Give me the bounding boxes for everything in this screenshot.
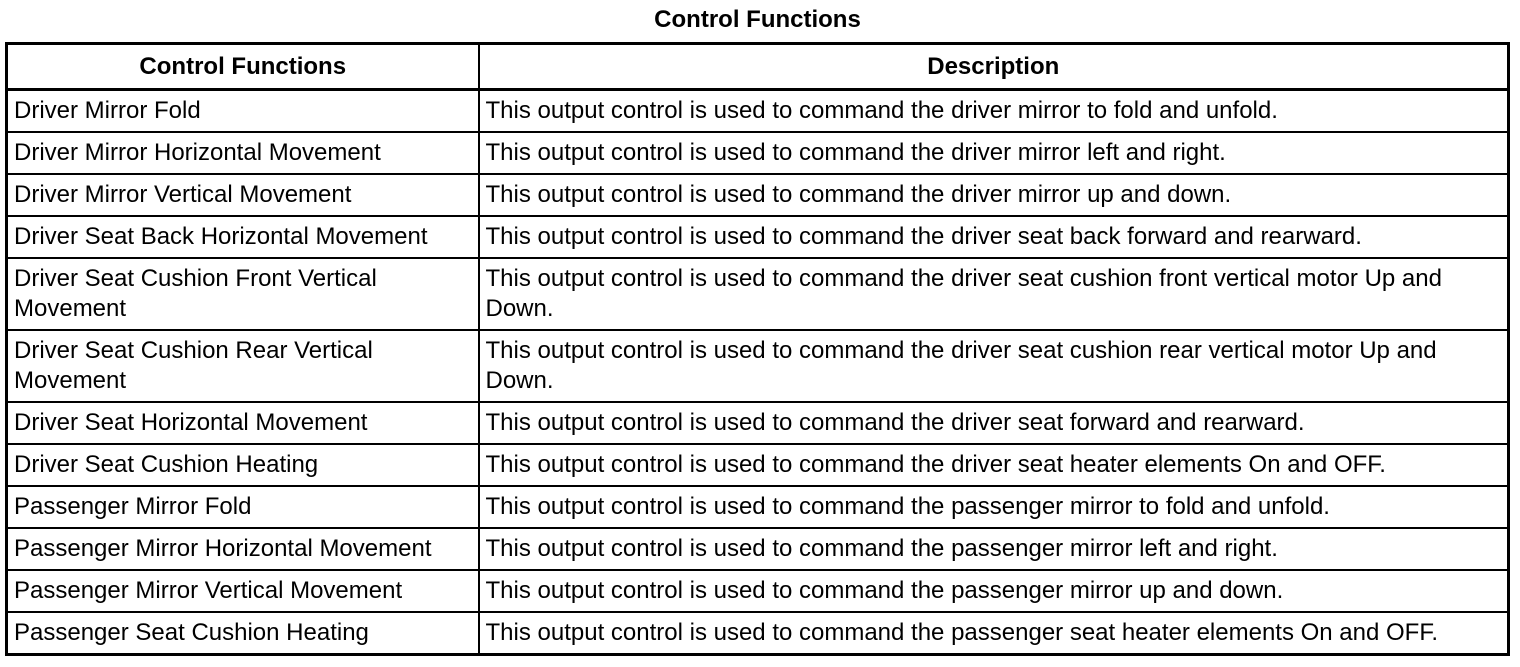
table-row: Driver Mirror Horizontal Movement This o… bbox=[5, 131, 1510, 175]
document-page: Control Functions Control Functions Desc… bbox=[0, 5, 1520, 656]
description-cell: This output control is used to command t… bbox=[477, 173, 1510, 217]
table-row: Driver Seat Cushion Rear Vertical Moveme… bbox=[5, 329, 1510, 403]
header-control-functions: Control Functions bbox=[5, 42, 480, 91]
description-cell: This output control is used to command t… bbox=[477, 131, 1510, 175]
table-row: Driver Seat Cushion Front Vertical Movem… bbox=[5, 257, 1510, 331]
table-row: Driver Mirror Vertical Movement This out… bbox=[5, 173, 1510, 217]
description-cell: This output control is used to command t… bbox=[477, 569, 1510, 613]
description-cell: This output control is used to command t… bbox=[477, 401, 1510, 445]
control-function-cell: Driver Seat Back Horizontal Movement bbox=[5, 215, 480, 259]
page-title: Control Functions bbox=[654, 6, 861, 33]
control-function-cell: Passenger Mirror Vertical Movement bbox=[5, 569, 480, 613]
description-cell: This output control is used to command t… bbox=[477, 485, 1510, 529]
header-row: Control Functions Description bbox=[5, 42, 1510, 91]
control-function-cell: Driver Seat Cushion Heating bbox=[5, 443, 480, 487]
control-function-cell: Driver Seat Cushion Front Vertical Movem… bbox=[5, 257, 480, 331]
control-function-cell: Driver Seat Cushion Rear Vertical Moveme… bbox=[5, 329, 480, 403]
table-row: Passenger Seat Cushion Heating This outp… bbox=[5, 611, 1510, 656]
description-cell: This output control is used to command t… bbox=[477, 611, 1510, 656]
table-row: Driver Mirror Fold This output control i… bbox=[5, 88, 1510, 133]
control-functions-table: Control Functions Description Driver Mir… bbox=[5, 42, 1510, 656]
description-cell: This output control is used to command t… bbox=[477, 329, 1510, 403]
table-header: Control Functions Description bbox=[5, 42, 1510, 91]
table-row: Driver Seat Cushion Heating This output … bbox=[5, 443, 1510, 487]
table-row: Passenger Mirror Vertical Movement This … bbox=[5, 569, 1510, 613]
table-row: Driver Seat Horizontal Movement This out… bbox=[5, 401, 1510, 445]
header-description: Description bbox=[477, 42, 1510, 91]
table-row: Passenger Mirror Horizontal Movement Thi… bbox=[5, 527, 1510, 571]
control-function-cell: Passenger Mirror Horizontal Movement bbox=[5, 527, 480, 571]
control-function-cell: Passenger Mirror Fold bbox=[5, 485, 480, 529]
description-cell: This output control is used to command t… bbox=[477, 257, 1510, 331]
table-row: Driver Seat Back Horizontal Movement Thi… bbox=[5, 215, 1510, 259]
description-cell: This output control is used to command t… bbox=[477, 527, 1510, 571]
control-function-cell: Driver Seat Horizontal Movement bbox=[5, 401, 480, 445]
control-function-cell: Passenger Seat Cushion Heating bbox=[5, 611, 480, 656]
description-cell: This output control is used to command t… bbox=[477, 443, 1510, 487]
description-cell: This output control is used to command t… bbox=[477, 88, 1510, 133]
control-function-cell: Driver Mirror Vertical Movement bbox=[5, 173, 480, 217]
description-cell: This output control is used to command t… bbox=[477, 215, 1510, 259]
control-function-cell: Driver Mirror Horizontal Movement bbox=[5, 131, 480, 175]
table-body: Driver Mirror Fold This output control i… bbox=[5, 88, 1510, 656]
table-row: Passenger Mirror Fold This output contro… bbox=[5, 485, 1510, 529]
control-function-cell: Driver Mirror Fold bbox=[5, 88, 480, 133]
